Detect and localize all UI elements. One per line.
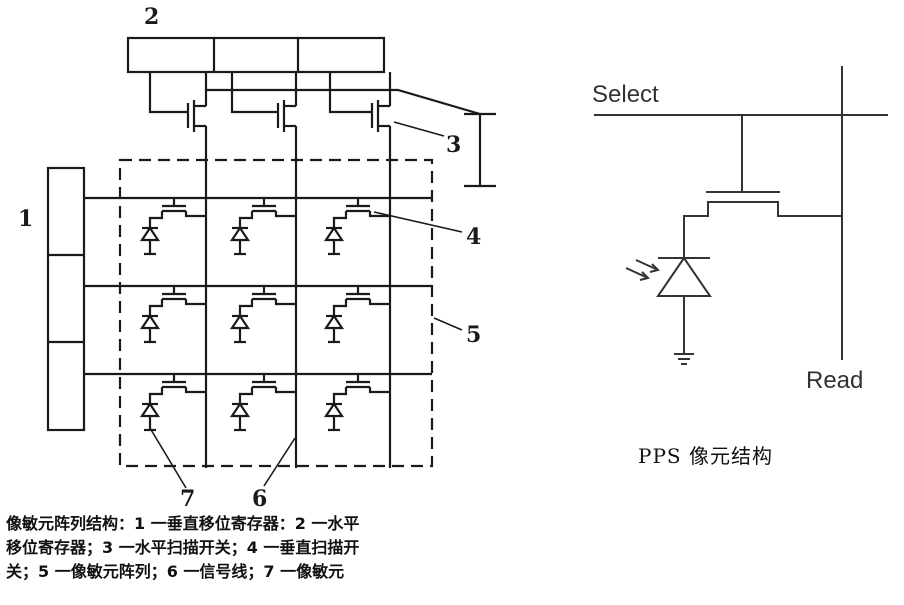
left-diagram [46,36,496,468]
label-4: 4 [466,224,481,250]
horizontal-shift-register [126,36,386,74]
pixel-cell [139,374,206,432]
pixel-cell [229,286,296,344]
photodiode-icon [229,314,251,330]
pixel-cells [139,198,390,432]
pixel-cell [323,198,390,256]
left-caption: 像敏元阵列结构：1 一垂直移位寄存器：2 一水平 移位寄存器；3 一水平扫描开关… [6,512,506,584]
pixel-cell [139,286,206,344]
photodiode-icon [229,402,251,418]
read-label: Read [806,367,863,394]
pixel-cell [229,374,296,432]
photodiode-icon [139,402,161,418]
photodiode-icon [323,314,345,330]
caption-line-1: 像敏元阵列结构：1 一垂直移位寄存器：2 一水平 [6,514,360,533]
caption-line-2: 移位寄存器；3 一水平扫描开关；4 一垂直扫描开 [6,538,360,557]
light-arrow-icon [625,267,649,279]
label-5: 5 [466,322,481,348]
photodiode-icon [229,226,251,242]
pixel-cell [229,198,296,256]
label-3: 3 [446,132,461,158]
label-1: 1 [18,206,33,232]
photodiode-icon [323,402,345,418]
pixel-cell [323,286,390,344]
pps-title: PPS 像元结构 [638,444,773,468]
vertical-shift-register [46,166,86,432]
pixel-cell [323,374,390,432]
photodiode-icon [656,256,712,297]
transistor-channel [683,201,842,258]
photodiode-icon [139,226,161,242]
pixel-cell [139,198,206,256]
label-6: 6 [252,486,267,512]
photodiode-icon [139,314,161,330]
label-7: 7 [180,486,195,512]
caption-line-3: 关；5 一像敏元阵列；6 一信号线；7 一像敏元 [6,562,345,581]
label-2: 2 [144,4,159,30]
pps-diagram [594,66,888,365]
leader-lines [149,121,463,489]
photodiode-icon [323,226,345,242]
horizontal-scan-switches [148,72,496,468]
select-label: Select [592,81,659,108]
pixel-array-boundary [118,158,434,468]
